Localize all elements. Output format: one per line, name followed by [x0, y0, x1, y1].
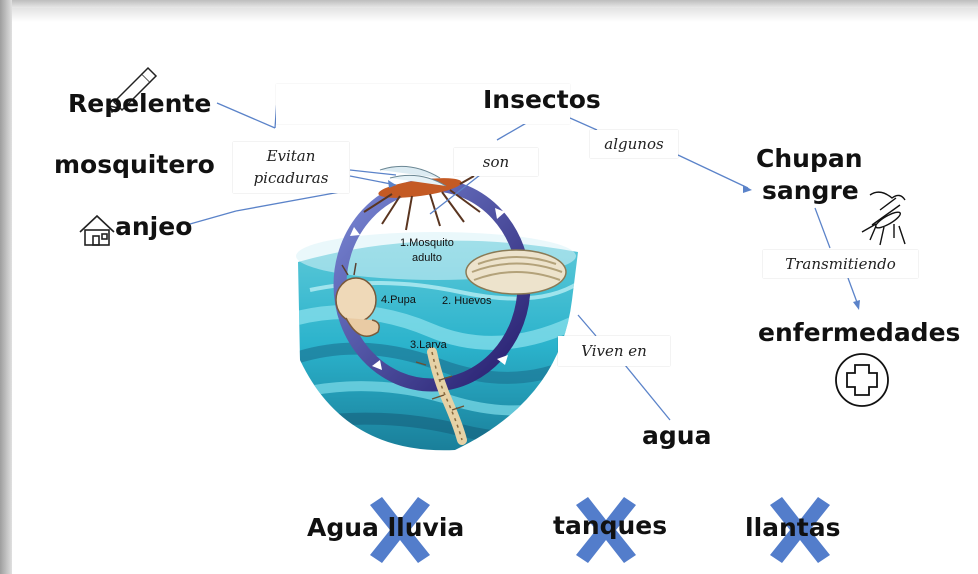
house-icon: [79, 214, 115, 246]
link-algunos-label: algunos: [604, 135, 664, 153]
tube-icon: [108, 66, 158, 114]
stage1-label-line1: 1.Mosquito: [400, 237, 454, 249]
link-son-label: son: [482, 153, 510, 171]
node-chupan-line1: Chupan: [756, 144, 863, 173]
stage1-label-line2: adulto: [412, 252, 442, 264]
medical-cross-icon: [835, 353, 889, 407]
node-llantas: llantas: [745, 513, 841, 542]
stage4-label: 4.Pupa: [381, 294, 417, 306]
link-algunos: algunos: [590, 130, 678, 158]
stage3-label: 3.Larva: [410, 339, 448, 351]
node-enfermedades: enfermedades: [758, 318, 961, 347]
node-mosquitero: mosquitero: [54, 150, 215, 179]
adult-mosquito: [363, 165, 481, 231]
node-agua: agua: [642, 421, 712, 450]
link-viven-en-label: Viven en: [581, 342, 647, 360]
mosquito-icon: [861, 191, 906, 246]
link-evitan-line2: picaduras: [253, 169, 329, 187]
link-evitan-picaduras: Evitan picaduras: [233, 142, 349, 193]
pupa: [335, 262, 380, 337]
node-chupan-line2: sangre: [762, 176, 859, 205]
node-tanques: tanques: [553, 511, 668, 540]
link-viven-en: Viven en: [558, 336, 670, 366]
window-frame-left: [0, 0, 12, 574]
egg-raft: [465, 249, 567, 295]
node-anjeo: anjeo: [115, 212, 193, 241]
link-transmitiendo-label: Transmitiendo: [785, 255, 896, 273]
window-frame-top: [0, 0, 978, 8]
larva: [415, 347, 467, 445]
node-repelente: Repelente: [68, 89, 212, 118]
node-agua-lluvia: Agua lluvia: [307, 513, 465, 542]
frame-shadow: [12, 8, 978, 22]
node-insectos: Insectos: [483, 85, 601, 114]
link-transmitiendo: Transmitiendo: [763, 250, 918, 278]
connector-lines: [189, 84, 859, 421]
link-evitan-line1: Evitan: [266, 147, 316, 165]
stage2-label: 2. Huevos: [442, 295, 492, 307]
link-son: son: [454, 148, 538, 176]
insectos-box: [276, 84, 570, 124]
x-mark-icon: [370, 497, 830, 563]
stage-labels: 1.Mosquito adulto 2. Huevos 3.Larva 4.Pu…: [381, 237, 492, 351]
